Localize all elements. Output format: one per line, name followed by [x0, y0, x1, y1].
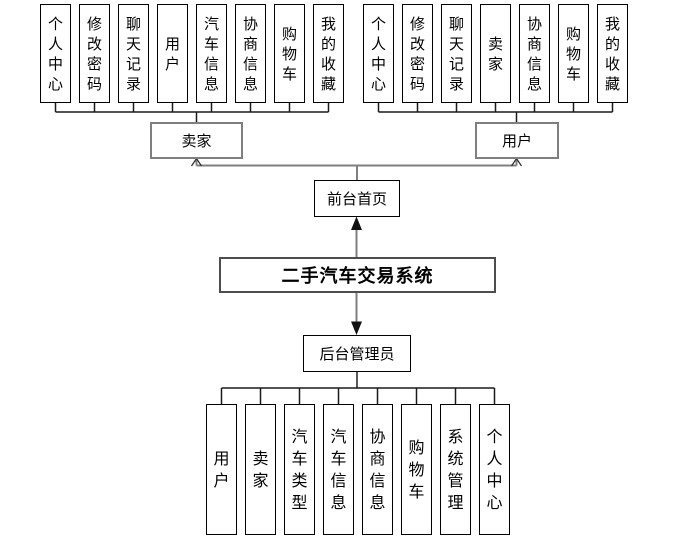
- user-node-change-password: 修改密码: [402, 4, 433, 103]
- admin-node-shopping-cart: 购物车: [401, 404, 432, 535]
- node-label: 我的收藏: [320, 14, 336, 93]
- user-node-my-favorites: 我的收藏: [597, 4, 628, 103]
- seller-node-user: 用户: [157, 4, 188, 103]
- node-label: 汽车信息: [330, 426, 347, 512]
- admin-node-car-type: 汽车类型: [284, 404, 315, 535]
- node-label: 个人中心: [370, 14, 386, 93]
- seller-label: 卖家: [181, 132, 212, 150]
- seller-node-change-password: 修改密码: [79, 4, 110, 103]
- seller-node-shopping-cart: 购物车: [274, 4, 305, 103]
- node-label: 用户: [213, 448, 230, 490]
- admin-node-negotiation-info: 协商信息: [362, 404, 393, 535]
- user-node-negotiation-info: 协商信息: [519, 4, 550, 103]
- node-label: 购物车: [281, 24, 297, 83]
- user-node-chat-history: 聊天记录: [441, 4, 472, 103]
- node-label: 个人中心: [486, 426, 503, 512]
- node-label: 卖家: [487, 34, 503, 73]
- seller-node-personal-center: 个人中心: [40, 4, 71, 103]
- node-label: 系统管理: [447, 426, 464, 512]
- seller-node-chat-history: 聊天记录: [118, 4, 149, 103]
- user-label: 用户: [501, 132, 532, 150]
- user-node-shopping-cart: 购物车: [558, 4, 589, 103]
- system-root-box: 二手汽车交易系统: [219, 257, 496, 293]
- node-label: 修改密码: [409, 14, 425, 93]
- user-parent-box: 用户: [475, 122, 559, 159]
- seller-group-connectors: [54, 103, 330, 122]
- node-label: 聊天记录: [125, 14, 141, 93]
- seller-node-negotiation-info: 协商信息: [235, 4, 266, 103]
- admin-node-system-management: 系统管理: [440, 404, 471, 535]
- user-group-connectors: [377, 103, 614, 122]
- open-arrowheads: [190, 157, 523, 167]
- seller-node-car-info: 汽车信息: [196, 4, 227, 103]
- admin-node-user: 用户: [206, 404, 237, 535]
- home-to-seller-user-connector: [195, 159, 518, 180]
- admin-node-seller: 卖家: [245, 404, 276, 535]
- system-to-home-arrow: [351, 216, 362, 257]
- seller-node-my-favorites: 我的收藏: [313, 4, 344, 103]
- node-label: 我的收藏: [604, 14, 620, 93]
- node-label: 用户: [164, 34, 180, 73]
- node-label: 协商信息: [369, 426, 386, 512]
- node-label: 聊天记录: [448, 14, 464, 93]
- backend-admin-box: 后台管理员: [303, 335, 411, 372]
- node-label: 修改密码: [86, 14, 102, 93]
- admin-group-connectors: [220, 372, 496, 404]
- node-label: 协商信息: [242, 14, 258, 93]
- node-label: 购物车: [408, 437, 425, 501]
- seller-parent-box: 卖家: [150, 122, 243, 159]
- admin-node-personal-center: 个人中心: [479, 404, 510, 535]
- system-to-admin-arrow: [351, 293, 362, 335]
- node-label: 购物车: [565, 24, 581, 83]
- user-node-personal-center: 个人中心: [363, 4, 394, 103]
- node-label: 卖家: [252, 448, 269, 490]
- node-label: 个人中心: [47, 14, 63, 93]
- front-home-label: 前台首页: [326, 190, 387, 208]
- node-label: 协商信息: [526, 14, 542, 93]
- node-label: 汽车类型: [291, 426, 308, 512]
- admin-node-car-info: 汽车信息: [323, 404, 354, 535]
- front-home-box: 前台首页: [314, 180, 400, 217]
- system-root-label: 二手汽车交易系统: [281, 266, 434, 287]
- backend-admin-label: 后台管理员: [319, 345, 395, 363]
- user-node-seller: 卖家: [480, 4, 511, 103]
- node-label: 汽车信息: [203, 14, 219, 93]
